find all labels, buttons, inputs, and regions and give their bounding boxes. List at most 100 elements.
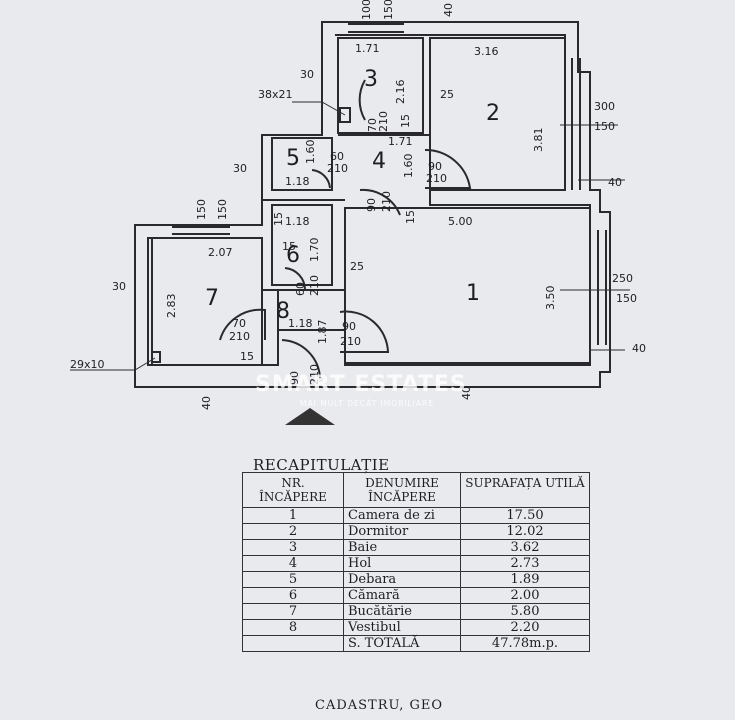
dim-label: 2.07: [208, 246, 233, 259]
cell-nr: 4: [242, 555, 344, 572]
dim-line-right: [560, 124, 630, 351]
dim-label: 210: [308, 275, 321, 296]
header-denumire: DENUMIRE ÎNCĂPERE: [343, 472, 461, 508]
door-hall: [359, 188, 401, 216]
cell-nr: 2: [242, 523, 344, 540]
dim-label: 300: [594, 100, 615, 113]
dim-label: 15: [399, 114, 412, 128]
watermark-tagline: MAI MULT DECÂT IMOBILIARE: [300, 399, 434, 408]
dim-label: 40: [200, 396, 213, 410]
cell-nr: 8: [242, 619, 344, 636]
dim-label: 3.16: [474, 45, 499, 58]
dim-label: 15: [272, 212, 285, 226]
dim-label: 38x21: [258, 88, 293, 101]
cell-area: 1.89: [460, 571, 590, 588]
cell-area: 2.20: [460, 619, 590, 636]
dim-label: 1.70: [308, 238, 321, 263]
room-3-outline: [337, 37, 424, 134]
cell-area: 2.73: [460, 555, 590, 572]
window-right-upper: [571, 58, 581, 190]
dim-label: 210: [308, 364, 321, 385]
leader-38x21: [292, 101, 346, 116]
dim-label: 210: [229, 330, 250, 343]
dim-label: 100: [360, 0, 373, 20]
cell-name: Camera de zi: [343, 507, 461, 524]
room-2-label: 2: [486, 101, 500, 126]
room-6-label: 6: [286, 243, 300, 268]
door-room6: [284, 267, 307, 291]
cell-name: Vestibul: [343, 619, 461, 636]
cell-nr: 6: [242, 587, 344, 604]
dim-label: 40: [460, 386, 473, 400]
outer-wall: [134, 21, 611, 388]
dim-label: 70: [232, 317, 246, 330]
dim-label: 3.50: [544, 286, 557, 311]
dim-label: 40: [442, 3, 455, 17]
cell-name: Bucătărie: [343, 603, 461, 620]
cell-name: Dormitor: [343, 523, 461, 540]
room-3-label: 3: [364, 67, 378, 92]
dim-label: 1.18: [288, 317, 313, 330]
door-room4-right: [424, 148, 472, 189]
cell-name: Baie: [343, 539, 461, 556]
dim-label: 15: [282, 240, 296, 253]
room-2-outline: [429, 37, 566, 191]
door-room1: [339, 310, 390, 353]
total-value: 47.78m.p.: [460, 635, 590, 652]
dim-label: 25: [350, 260, 364, 273]
total-label: S. TOTALĂ: [343, 635, 461, 652]
dim-label: 1.71: [388, 135, 413, 148]
window-right-lower: [597, 230, 607, 345]
watermark-brand: SMART ESTATES: [255, 372, 467, 397]
dim-label: 210: [380, 191, 393, 212]
cell-nr: 3: [242, 539, 344, 556]
dim-label: 210: [377, 111, 390, 132]
dim-label: 1.60: [402, 154, 415, 179]
recap-header-row: NR. ÎNCĂPERE DENUMIRE ÎNCĂPERE SUPRAFAȚA…: [242, 472, 590, 508]
room-5-label: 5: [286, 146, 300, 171]
dim-label: 250: [612, 272, 633, 285]
dim-label: 210: [327, 162, 348, 175]
dim-label: 2.83: [165, 294, 178, 319]
header-suprafata: SUPRAFAȚA UTILĂ: [460, 472, 590, 508]
dim-label: 1.60: [304, 140, 317, 165]
dim-label: 90: [342, 320, 356, 333]
window-top-left: [348, 23, 404, 33]
dim-label: 29x10: [70, 358, 105, 371]
cell-nr: 5: [242, 571, 344, 588]
dim-label: 1.18: [285, 175, 310, 188]
floor-plan-drawing: 1 2 3 4 5 6 7 8 100 150 40 1.71 3.16 30 …: [70, 0, 646, 425]
door-entry: [281, 339, 321, 379]
dim-label: 30: [300, 68, 314, 81]
dim-label: 150: [195, 199, 208, 220]
cadastre-stamp: CADASTRU, GEO: [315, 698, 444, 713]
room-7-label: 7: [205, 286, 219, 311]
dim-label: 90: [428, 160, 442, 173]
dim-label: 150: [216, 199, 229, 220]
dim-label: 60: [330, 150, 344, 163]
cell-name: Debara: [343, 571, 461, 588]
recap-table: NR. ÎNCĂPERE DENUMIRE ÎNCĂPERE SUPRAFAȚA…: [242, 472, 590, 652]
dim-label: 1.71: [355, 42, 380, 55]
dim-label: 1.18: [285, 215, 310, 228]
dim-label: 90: [365, 198, 378, 212]
partition-marks: [262, 134, 430, 331]
leader-29x10: [70, 357, 156, 371]
dim-label: 150: [616, 292, 637, 305]
dim-label: 15: [240, 350, 254, 363]
room-4-label: 4: [372, 149, 386, 174]
dim-label: 3.81: [532, 128, 545, 153]
cell-area: 2.00: [460, 587, 590, 604]
room-5-outline: [271, 137, 333, 191]
entrance-arrow: [285, 408, 335, 425]
cell-area: 17.50: [460, 507, 590, 524]
dim-label: 70: [366, 118, 379, 132]
room-1-label: 1: [466, 281, 480, 306]
dim-label: 60: [294, 282, 307, 296]
